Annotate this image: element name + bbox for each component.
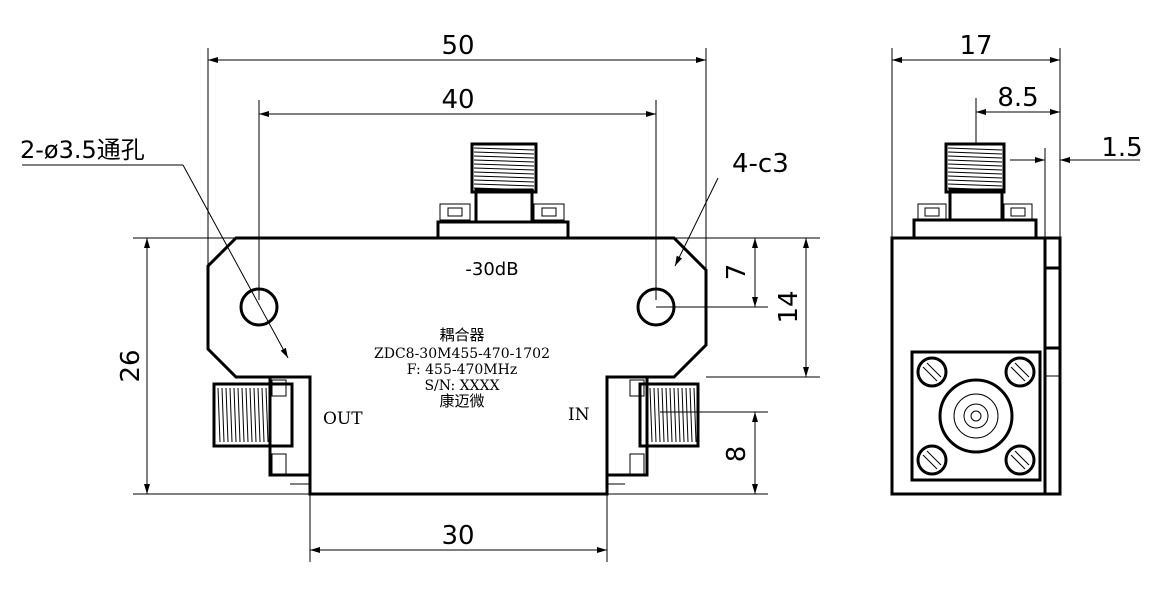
dim-14: 14 — [774, 290, 804, 323]
connector-flange-face — [910, 350, 1042, 482]
side-extension-lines — [891, 48, 1061, 238]
side-view: 17 8.5 1.5 — [890, 31, 1143, 496]
in-sma-connector — [605, 375, 700, 485]
front-extension-lines — [133, 48, 820, 562]
chamfer-callout: 4-c3 — [732, 149, 789, 179]
side-dimension-lines — [892, 57, 1140, 163]
out-sma-connector — [212, 375, 312, 485]
dim-8: 8 — [722, 446, 752, 463]
front-dimension-lines — [144, 57, 809, 553]
manufacturer-name: 康迈微 — [439, 392, 484, 410]
dim-7: 7 — [722, 264, 752, 281]
front-leaders — [22, 164, 719, 359]
side-top-connector — [912, 142, 1038, 240]
holes-callout: 2-ø3.5通孔 — [20, 136, 145, 164]
dim-50: 50 — [441, 31, 474, 61]
dim-17: 17 — [959, 31, 992, 61]
port-out-label: OUT — [323, 409, 363, 429]
coupling-value: -30dB — [465, 259, 518, 280]
model-number: ZDC8-30M455-470-1702 — [374, 346, 550, 362]
frequency-range: F: 455-470MHz — [407, 362, 517, 378]
front-view: 50 40 30 26 7 14 8 2-ø3.5通孔 4-c3 -30dB 耦… — [20, 31, 820, 562]
dim-30: 30 — [441, 521, 474, 551]
port-in-label: IN — [568, 405, 590, 425]
serial-number: S/N: XXXX — [424, 378, 499, 394]
product-name: 耦合器 — [439, 326, 484, 344]
dim-26: 26 — [116, 349, 146, 382]
dim-40: 40 — [441, 85, 474, 115]
top-sma-connector — [436, 142, 570, 240]
dim-1-5: 1.5 — [1101, 133, 1142, 163]
dim-8-5: 8.5 — [997, 83, 1038, 113]
